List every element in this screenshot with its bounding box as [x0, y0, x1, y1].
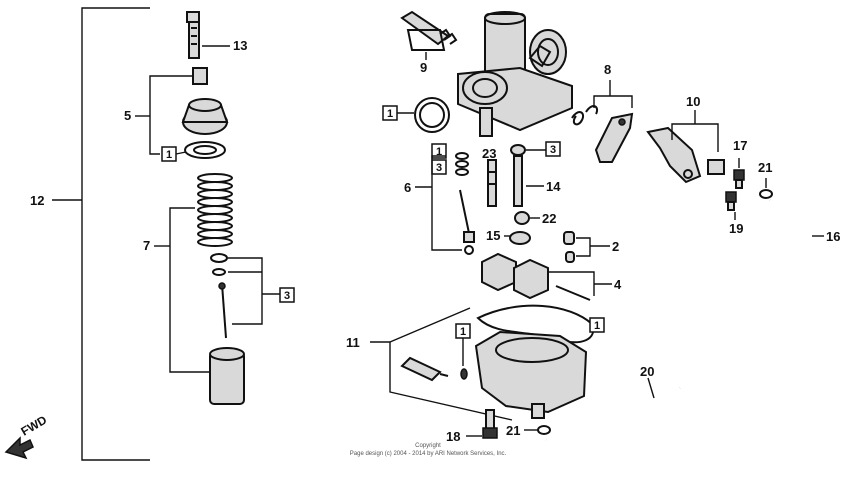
part-21-clamp-lower [537, 425, 551, 435]
callout-11: 11 [346, 335, 360, 350]
part-22-seat [514, 211, 530, 225]
boxed-callout-1-bowl-screw: 1 [455, 323, 471, 339]
callout-21-upper: 21 [758, 160, 772, 175]
part-16-hose [769, 197, 811, 317]
part-2-clips [563, 231, 575, 263]
callout-7: 7 [143, 238, 150, 253]
boxed-callout-3-needle: 3 [431, 159, 447, 175]
callout-15: 15 [486, 228, 500, 243]
part-15-washer [509, 231, 531, 245]
svg-text:3: 3 [284, 290, 290, 302]
callout-10: 10 [686, 94, 700, 109]
svg-text:1: 1 [460, 326, 466, 338]
callout-9: 9 [420, 60, 427, 75]
callout-18: 18 [446, 429, 460, 444]
carburetor-body [457, 11, 573, 137]
part-o-ring-small [460, 368, 468, 380]
callout-2: 2 [612, 239, 619, 254]
svg-text:1: 1 [387, 108, 393, 120]
boxed-callout-3-clip: 3 [279, 287, 295, 303]
svg-text:1: 1 [436, 146, 442, 158]
boxed-callout-1-bowl-gasket: 1 [589, 317, 605, 333]
part-float-bowl [474, 330, 588, 419]
part-5-top-cap [181, 67, 229, 159]
part-9-stop-screw [400, 10, 458, 51]
part-drain-screw [400, 356, 449, 382]
boxed-callout-1-left-washer: 1 [161, 146, 177, 162]
boxed-callout-1-gasket: 1 [382, 105, 398, 121]
part-o-ring-gasket [414, 97, 450, 133]
callout-12: 12 [30, 193, 44, 208]
callout-23: 23 [482, 146, 496, 161]
svg-text:3: 3 [436, 162, 442, 174]
svg-text:FWD: FWD [19, 413, 50, 439]
part-4-float [481, 252, 591, 301]
callout-13: 13 [233, 38, 247, 53]
callout-14: 14 [546, 179, 561, 194]
part-needle-clip [210, 253, 228, 276]
svg-text:3: 3 [550, 144, 556, 156]
svg-text:1: 1 [166, 149, 172, 161]
part-20-tube [543, 385, 682, 462]
callout-4: 4 [614, 277, 622, 292]
callout-16: 16 [826, 229, 840, 244]
part-14-needle-valve [510, 144, 526, 207]
part-19-screw [725, 191, 737, 211]
part-7-spring [197, 173, 233, 247]
part-21-clamp-upper [759, 189, 773, 199]
group-bracket-12 [52, 7, 150, 461]
part-jet-needle [218, 282, 227, 339]
part-8-choke-lever [571, 105, 634, 163]
part-10-bracket [646, 126, 725, 184]
boxed-callout-1-jet: 1 [431, 143, 447, 159]
copyright-line-2: Page design (c) 2004 - 2014 by ARI Netwo… [350, 451, 507, 457]
part-23-jet [487, 159, 497, 207]
callout-17: 17 [733, 138, 747, 153]
fwd-arrow: FWD [4, 413, 50, 460]
part-17-screw [733, 169, 745, 189]
boxed-callout-3-valve: 3 [545, 141, 561, 157]
part-13-screw [186, 11, 200, 59]
callout-5: 5 [124, 108, 131, 123]
part-6-jet-set [455, 152, 475, 255]
svg-text:1: 1 [594, 320, 600, 332]
callout-21-lower: 21 [506, 423, 520, 438]
part-18-screw [482, 409, 498, 439]
callout-19: 19 [729, 221, 743, 236]
copyright-line-1: Copyright [415, 443, 441, 449]
callout-22: 22 [542, 211, 556, 226]
callout-6: 6 [404, 180, 411, 195]
part-throttle-slide [209, 347, 245, 405]
callout-20: 20 [640, 364, 654, 379]
callout-8: 8 [604, 62, 611, 77]
